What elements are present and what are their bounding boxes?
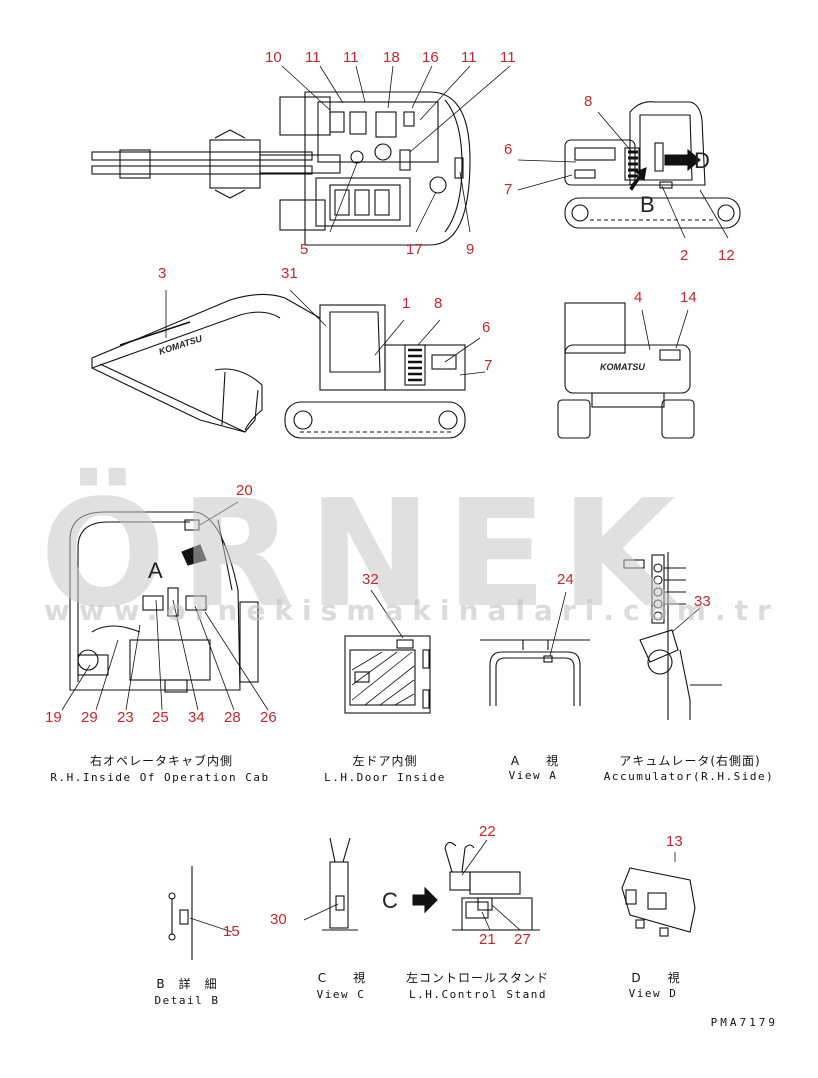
caption-viewa-en: View A — [508, 769, 558, 782]
callout-20: 20 — [236, 482, 253, 499]
drawing-code: PMA7179 — [710, 1016, 778, 1029]
callout-23: 23 — [117, 709, 134, 726]
rear-view-drawing — [557, 302, 695, 439]
callout-11: 11 — [461, 49, 477, 66]
caption-door-jp: 左ドア内側 — [352, 754, 418, 768]
callout-12: 12 — [718, 247, 735, 264]
callout-11: 11 — [500, 49, 516, 66]
callout-7: 7 — [504, 181, 513, 198]
callout-25: 25 — [152, 709, 169, 726]
watermark-url: www.ornekismakinalari.com.tr — [44, 594, 780, 627]
caption-detailb-jp: B 詳 細 — [156, 977, 218, 991]
caption-acc-en: Accumulator(R.H.Side) — [603, 770, 775, 783]
caption-door-en: L.H.Door Inside — [324, 771, 446, 784]
callout-9: 9 — [466, 241, 475, 258]
caption-stand-en: L.H.Control Stand — [408, 988, 548, 1001]
door-inside-drawing — [344, 635, 431, 714]
caption-viewc-en: View C — [316, 988, 366, 1001]
callout-6: 6 — [504, 141, 513, 158]
side-view-drawing — [564, 101, 741, 229]
view-letter-a: A — [148, 558, 163, 583]
callout-11: 11 — [305, 49, 321, 66]
callout-27: 27 — [514, 931, 531, 948]
callout-14: 14 — [680, 289, 697, 306]
view-letter-c: C — [382, 888, 398, 913]
callout-33: 33 — [694, 593, 711, 610]
callout-13: 13 — [666, 833, 683, 850]
control-stand-drawing — [444, 841, 540, 931]
callout-30: 30 — [270, 911, 287, 928]
callout-4: 4 — [634, 289, 643, 306]
leader-lines — [61, 65, 729, 933]
accumulator-drawing — [623, 552, 722, 720]
callout-6: 6 — [482, 319, 491, 336]
view-letter-d: D — [694, 148, 710, 173]
callout-22: 22 — [479, 823, 496, 840]
callout-10: 10 — [265, 49, 282, 66]
caption-viewd-en: View D — [628, 987, 678, 1000]
caption-acc-jp: アキュムレータ(右側面) — [619, 754, 761, 768]
callout-28: 28 — [224, 709, 241, 726]
callout-21: 21 — [479, 931, 496, 948]
callout-26: 26 — [260, 709, 277, 726]
view-c-drawing — [322, 837, 438, 931]
caption-viewd-jp: D 視 — [631, 971, 681, 985]
view-d-drawing — [621, 867, 696, 937]
view-letter-b: B — [640, 192, 655, 217]
caption-stand-jp: 左コントロールスタンド — [405, 971, 549, 985]
callout-7: 7 — [484, 357, 493, 374]
brand-decal-rear: KOMATSU — [600, 362, 645, 372]
detail-b-drawing — [168, 866, 193, 960]
callout-5: 5 — [300, 241, 309, 258]
caption-detailb-en: Detail B — [154, 994, 220, 1007]
callout-8: 8 — [584, 93, 593, 110]
callout-11: 11 — [343, 49, 359, 66]
callout-34: 34 — [188, 709, 205, 726]
callout-24: 24 — [557, 571, 574, 588]
callout-8: 8 — [434, 295, 443, 312]
callout-18: 18 — [383, 49, 400, 66]
caption-viewa-jp: A 視 — [510, 754, 560, 768]
callout-3: 3 — [158, 265, 167, 282]
view-a-drawing — [480, 639, 590, 706]
excavator-side-drawing — [91, 293, 466, 439]
caption-cab-en: R.H.Inside Of Operation Cab — [50, 771, 270, 784]
caption-viewc-jp: C 視 — [317, 971, 367, 985]
callout-15: 15 — [223, 923, 240, 940]
callout-17: 17 — [406, 241, 423, 258]
callout-29: 29 — [81, 709, 98, 726]
cab-inside-drawing — [69, 511, 259, 693]
top-view-drawing — [91, 91, 471, 246]
callout-32: 32 — [362, 571, 379, 588]
callout-2: 2 — [680, 247, 689, 264]
watermark-brand: ÖRNEK — [40, 468, 690, 640]
callout-16: 16 — [422, 49, 439, 66]
callout-31: 31 — [281, 265, 298, 282]
caption-cab-jp: 右オペレータキャブ内側 — [90, 754, 234, 768]
callout-19: 19 — [45, 709, 62, 726]
callout-1: 1 — [402, 295, 411, 312]
